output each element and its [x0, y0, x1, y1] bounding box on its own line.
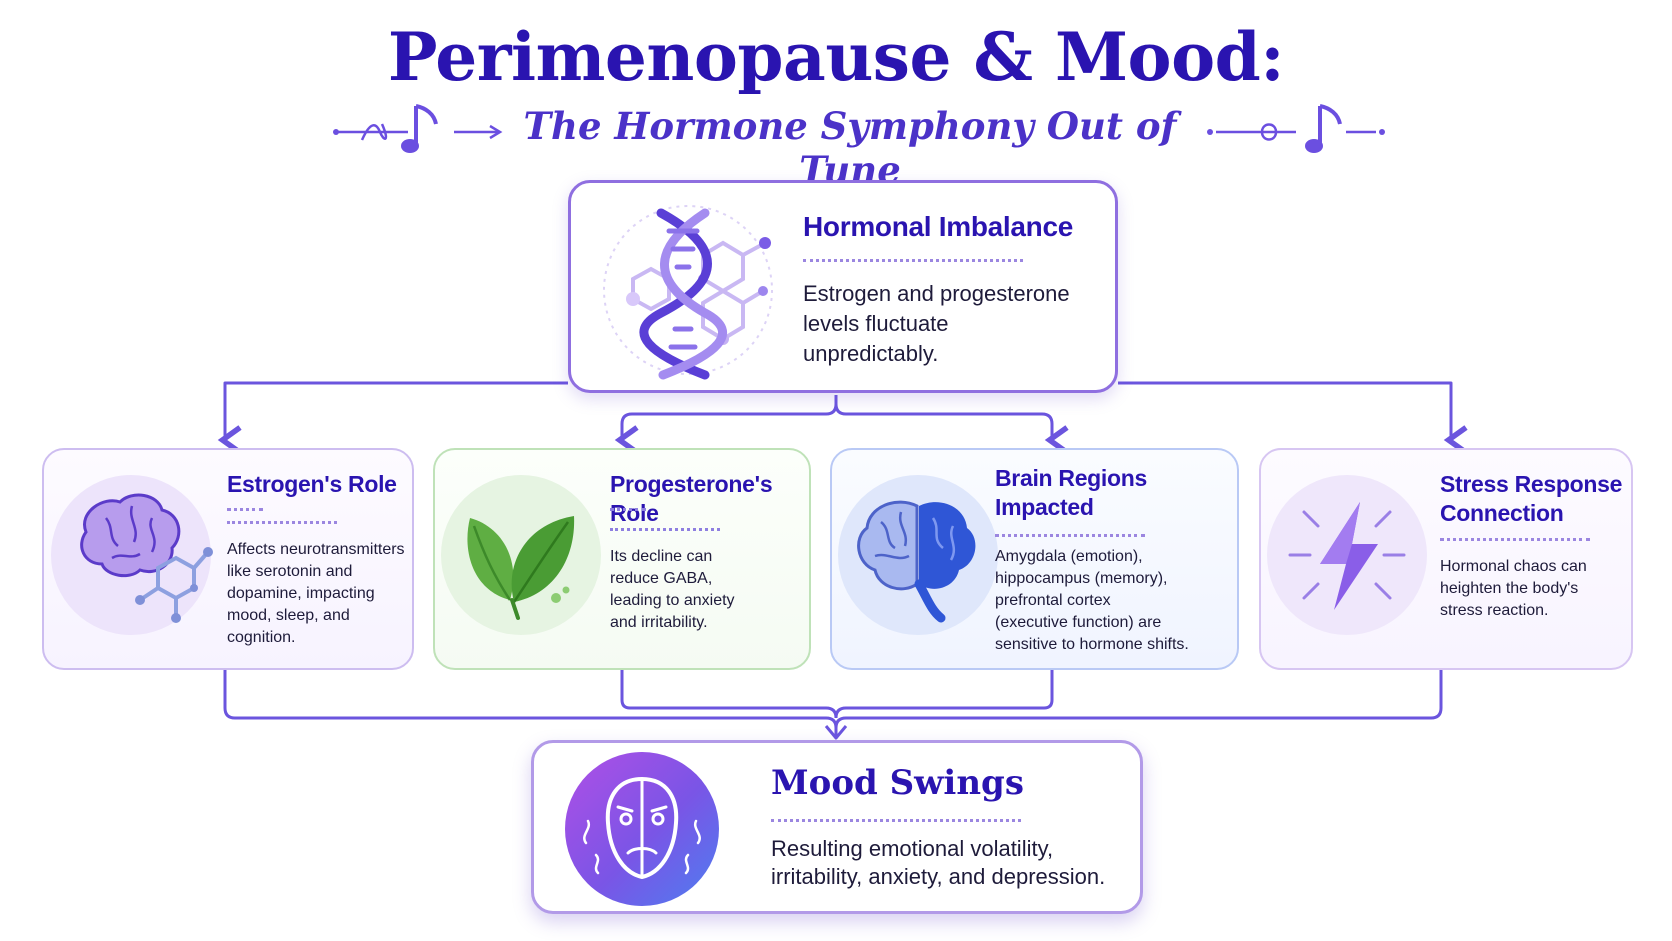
- estrogen-text-line-4: mood, sleep, and: [227, 607, 350, 624]
- estrogen-text-line-5: cognition.: [227, 629, 296, 646]
- hormonal-text-line-2: levels fluctuate: [803, 311, 949, 336]
- progesterone-heading: Progesterone's Role: [610, 471, 773, 526]
- divider: [227, 521, 337, 524]
- progesterone-text-line-3: leading to anxiety: [610, 592, 735, 609]
- node-estrogen-role: Estrogen's Role Affects neurotransmitter…: [42, 448, 414, 670]
- node-mood-swings: Mood Swings Resulting emotional volatili…: [531, 740, 1143, 914]
- stress-text-line-3: stress reaction.: [1440, 602, 1549, 619]
- node-hormonal-imbalance: Hormonal Imbalance Estrogen and progeste…: [568, 180, 1118, 393]
- split-face-icon: [565, 752, 719, 906]
- edge-hormonal-estrogen: [217, 381, 568, 455]
- leaf-icon: [441, 475, 601, 635]
- brain-text-line-2: hippocampus (memory),: [995, 570, 1168, 587]
- edge-hormonal-progesterone: [614, 395, 838, 455]
- stress-heading-line-1: Stress Response: [1440, 471, 1623, 497]
- brain-text-line-1: Amygdala (emotion),: [995, 548, 1143, 565]
- page-title: Perimenopause & Mood:: [387, 18, 1285, 96]
- estrogen-text-line-3: dopamine, impacting: [227, 585, 375, 602]
- progesterone-text-line-2: reduce GABA,: [610, 570, 713, 587]
- mood-heading: Mood Swings: [771, 763, 1024, 803]
- brain-text-line-3: prefrontal cortex: [995, 592, 1111, 609]
- edge-estrogen-mood: [223, 670, 838, 736]
- brain-heading-line-1: Brain Regions: [995, 465, 1148, 491]
- progesterone-text-line-1: Its decline can: [610, 548, 713, 565]
- page-subtitle: The Hormone Symphony Out of Tune: [523, 104, 1177, 192]
- node-brain-regions: Brain Regions Impacted Amygdala (emotion…: [830, 448, 1239, 670]
- edge-progesterone-mood: [620, 670, 838, 719]
- stress-text-line-2: heighten the body's: [1440, 580, 1579, 597]
- progesterone-text-line-4: and irritability.: [610, 614, 708, 631]
- divider: [771, 819, 1021, 822]
- divider: [610, 528, 720, 531]
- estrogen-text-line-1: Affects neurotransmitters: [227, 541, 405, 558]
- divider: [995, 534, 1145, 537]
- hormonal-text-line-1: Estrogen and progesterone: [803, 281, 1070, 306]
- music-note-flourish-right: [1207, 104, 1385, 153]
- brain-icon: [838, 475, 998, 635]
- stress-text-line-1: Hormonal chaos can: [1440, 558, 1587, 575]
- divider: [227, 508, 263, 511]
- estrogen-text-line-2: like serotonin and: [227, 563, 353, 580]
- estrogen-heading: Estrogen's Role: [227, 471, 397, 497]
- hormonal-heading: Hormonal Imbalance: [803, 211, 1074, 242]
- brain-molecule-icon: [51, 475, 213, 635]
- mood-text-line-2: irritability, anxiety, and depression.: [771, 864, 1106, 889]
- node-progesterone-role: Progesterone's Role Its decline can redu…: [433, 448, 811, 670]
- divider: [803, 259, 1023, 262]
- brain-heading-line-2: Impacted: [995, 494, 1094, 520]
- brain-text-line-5: sensitive to hormone shifts.: [995, 636, 1189, 653]
- node-stress-response: Stress Response Connection Hormonal chao…: [1259, 448, 1633, 670]
- divider: [1440, 538, 1590, 541]
- arrowhead-mood: [824, 725, 848, 740]
- edge-hormonal-stress: [1118, 381, 1468, 455]
- mood-text-line-1: Resulting emotional volatility,: [771, 836, 1054, 861]
- music-note-flourish-left: [333, 104, 503, 153]
- edge-hormonal-brain: [834, 395, 1069, 455]
- stress-heading-line-2: Connection: [1440, 500, 1564, 526]
- edge-brain-mood: [834, 670, 1054, 719]
- lightning-icon: [1267, 475, 1427, 635]
- dna-icon: [603, 205, 773, 380]
- hormonal-text-line-3: unpredictably.: [803, 341, 939, 366]
- brain-text-line-4: (executive function) are: [995, 614, 1162, 631]
- divider: [610, 508, 646, 511]
- edge-stress-mood: [834, 670, 1443, 736]
